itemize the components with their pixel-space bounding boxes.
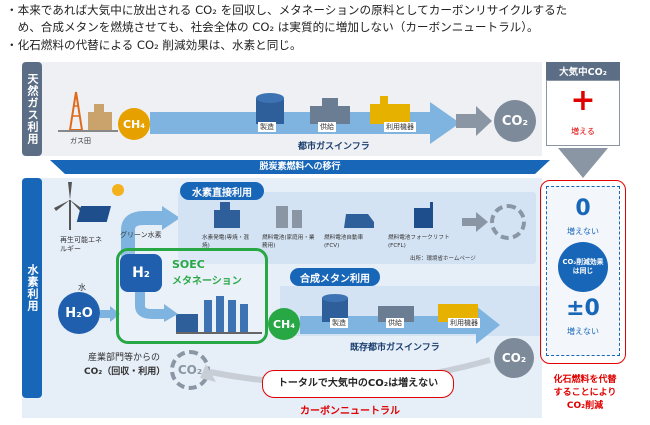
carbon-neutral-label: カーボンニュートラル [300,406,400,417]
no-increase-1: 増えない [567,227,599,236]
city-gas-infra-title: 都市ガスインフラ [298,142,370,152]
industry-label-2: CO₂（回収・利用） [84,367,166,377]
co2-label-bottom: CO₂ [501,351,527,365]
red-outline-box [540,180,626,364]
hydrogen-item-3: 燃料電池自動車(FCV) [324,235,364,249]
infra-label-production: 製造 [258,122,276,132]
h2-label: H₂ [132,265,150,281]
water-label: 水 [78,283,86,292]
soec-plant-icon [176,296,262,334]
bullet-line-3: ・化石燃料の代替による CO₂ 削減効果は、水素と同じ。 [6,38,302,52]
natural-gas-row-label: 天然ガス利用 [22,62,42,156]
infra-label-equipment: 利用機器 [384,122,416,132]
water-arrow [100,306,120,322]
ch4-label-top: CH₄ [122,117,146,131]
hydrogen-item-4: 燃料電池フォークリフト(FCFL) [388,235,450,249]
h2o-label: H₂O [65,305,93,321]
hydrogen-item-1: 水素発電(専焼・混焼) [202,235,249,249]
increase-label: 増える [571,127,595,136]
hydrogen-direct-title: 水素直接利用 [180,182,264,200]
hydrogen-device-icons [214,202,433,228]
ch4-label-bottom: CH₄ [272,317,296,331]
transition-label: 脱炭素燃料への移行 [259,162,341,172]
note-line-1: 化石燃料を代替 [553,375,617,385]
gas-field-icon [58,91,118,132]
gray-arrow-hydrogen [462,212,488,232]
co2-label-top: CO₂ [501,113,529,129]
zero-value: 0 [575,196,591,221]
plus-sign: + [570,83,596,118]
infra-label-supply: 供給 [318,122,336,132]
pm-zero-value: ±0 [566,296,600,321]
green-hydrogen-label: グリーン水素 [120,231,162,239]
co2-circle-bottom: CO₂ [494,338,534,378]
synthetic-label-equipment: 利用機器 [448,318,480,328]
city-gas-infra-icon [256,93,410,124]
co2-circle-top: CO₂ [494,100,536,142]
same-effect-circle: CO₂削減効果は同じ [558,242,608,292]
atmosphere-title: 大気中CO₂ [546,62,620,80]
soec-subtitle: メタネーション [172,276,242,287]
synthetic-title: 合成メタン利用 [290,268,380,286]
green-hydrogen-arrow [121,206,180,260]
soec-title: SOEC [172,258,205,271]
co2-cycle-label: CO₂ [177,363,203,377]
bullet-line-1: ・本来であれば大気中に放出される CO₂ を回収し、メタネーションの原料としてカ… [6,3,568,17]
note-line-2: することにより [553,388,617,398]
flow-arrow-top [150,102,460,144]
same-effect-label: CO₂削減効果は同じ [562,258,604,275]
hydrogen-item-2: 燃料電池(家庭用・業務用) [262,235,315,249]
h2o-circle: H₂O [58,292,100,334]
bullet-line-2: め、合成メタンを燃焼させても、社会全体の CO₂ は実質的に増加しない（カーボン… [6,20,539,34]
synthetic-label-production: 製造 [330,318,348,328]
dashed-circle-hydrogen [490,204,526,240]
synthetic-label-supply: 供給 [386,318,404,328]
renewable-energy-icon [54,182,124,230]
hydrogen-row-label: 水素利用 [22,178,42,398]
down-triangle [558,148,608,178]
note-line-3: CO₂削減 [566,401,604,411]
industry-label-1: 産業部門等からの [88,353,161,363]
no-increase-2: 増えない [567,327,599,336]
gas-field-label: ガス田 [70,137,91,145]
total-box [262,370,454,398]
renewable-label: 再生可能エネルギー [60,236,102,253]
total-text: トータルで大気中のCO₂は増えない [277,378,439,389]
transition-bar [50,160,550,174]
ch4-circle-bottom: CH₄ [268,308,300,340]
atmosphere-top-box [546,80,620,146]
source-note: 出所：環境省ホームページ [410,256,476,262]
gray-arrow-top [456,106,492,136]
h2-to-plant-arrow [135,292,178,322]
existing-infra-title: 既存都市ガスインフラ [350,343,440,353]
ch4-circle-top: CH₄ [118,108,150,140]
h2-circle: H₂ [120,254,162,292]
